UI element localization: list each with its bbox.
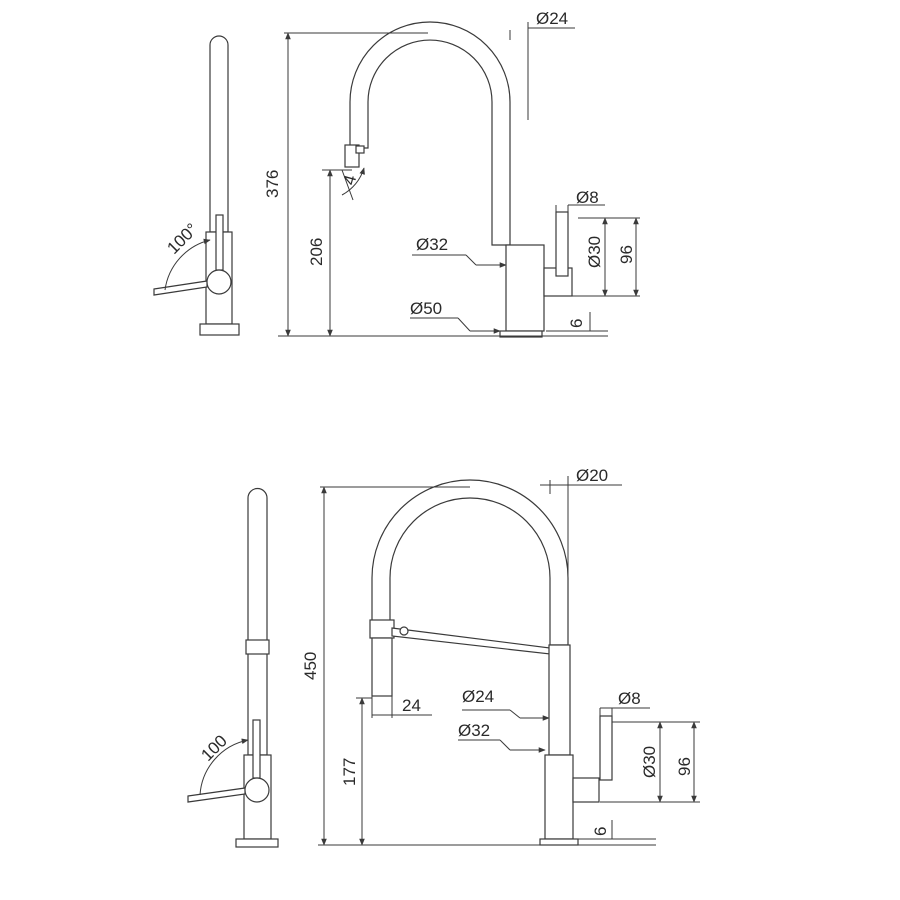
side-view-2-handle-cap xyxy=(252,719,261,779)
lever-height-label-1: 96 xyxy=(617,245,636,264)
body-dia-label-1: Ø32 xyxy=(416,235,448,254)
lever-dia-label-1: Ø8 xyxy=(576,188,599,207)
height-spout-label-1: 206 xyxy=(307,238,326,266)
hose-dia-label-2: Ø24 xyxy=(462,687,494,706)
lever-dia-label-2: Ø8 xyxy=(618,689,641,708)
front-view-1-lever xyxy=(555,211,569,277)
cartridge-dia-label-2: Ø30 xyxy=(640,746,659,778)
side-view-1-base xyxy=(199,323,240,336)
front-view-2-body xyxy=(544,754,574,840)
drawing-1-front-view xyxy=(344,21,573,338)
base-dia-label-1: Ø50 xyxy=(410,299,442,318)
height-spout-label-2: 177 xyxy=(340,758,359,786)
dimension-lines-2 xyxy=(318,476,700,846)
spout-dia-label-2: Ø20 xyxy=(576,466,608,485)
side-view-2-spout xyxy=(247,487,268,756)
front-view-2-holder-pin xyxy=(399,626,409,636)
side-view-1-handle-cap xyxy=(215,214,224,271)
handle-angle-arc-1 xyxy=(164,238,211,291)
front-view-2-base xyxy=(539,838,579,846)
cartridge-dia-label-1: Ø30 xyxy=(585,236,604,268)
spout-angle-label-1: 4 xyxy=(340,173,361,187)
front-view-2-hose xyxy=(548,644,571,756)
handle-angle-label-2: 100 xyxy=(197,731,230,764)
side-view-1-handle-hub xyxy=(206,269,232,295)
side-view-1-spout xyxy=(209,35,229,233)
handle-angle-arc-2 xyxy=(199,738,249,796)
lever-height-label-2: 96 xyxy=(675,757,694,776)
body-dia-label-2: Ø32 xyxy=(458,721,490,740)
front-view-2-holder-arm xyxy=(391,627,551,655)
front-view-2-spray-ring xyxy=(369,619,395,639)
front-view-1-button xyxy=(355,145,365,154)
dimension-lines-1 xyxy=(278,22,640,337)
front-view-2-cartridge xyxy=(572,777,600,803)
front-view-1-base xyxy=(499,330,543,338)
drawing-2-front-view xyxy=(369,479,613,846)
side-view-2-lever xyxy=(187,787,246,803)
drawing-1-side-view xyxy=(153,35,240,336)
drawing-2-side-view xyxy=(187,487,279,848)
front-view-2-lever xyxy=(599,715,613,781)
height-total-label-1: 376 xyxy=(263,170,282,198)
front-view-1-spout xyxy=(349,21,511,246)
front-view-1-body xyxy=(505,244,545,332)
handle-angle-label-1: 100° xyxy=(163,220,201,258)
side-view-2-base xyxy=(235,838,279,848)
front-view-2-spray-head xyxy=(371,637,393,697)
side-view-2-hose-collar xyxy=(245,639,270,655)
spout-dia-label-1: Ø24 xyxy=(536,9,568,28)
side-view-1-lever xyxy=(153,280,208,296)
side-view-2-handle-hub xyxy=(244,777,270,803)
base-thickness-label-2: 6 xyxy=(591,827,610,836)
height-total-label-2: 450 xyxy=(301,652,320,680)
base-thickness-label-1: 6 xyxy=(567,319,586,328)
front-view-2-spout xyxy=(371,479,569,646)
spout-offset-label-2: 24 xyxy=(402,696,421,715)
